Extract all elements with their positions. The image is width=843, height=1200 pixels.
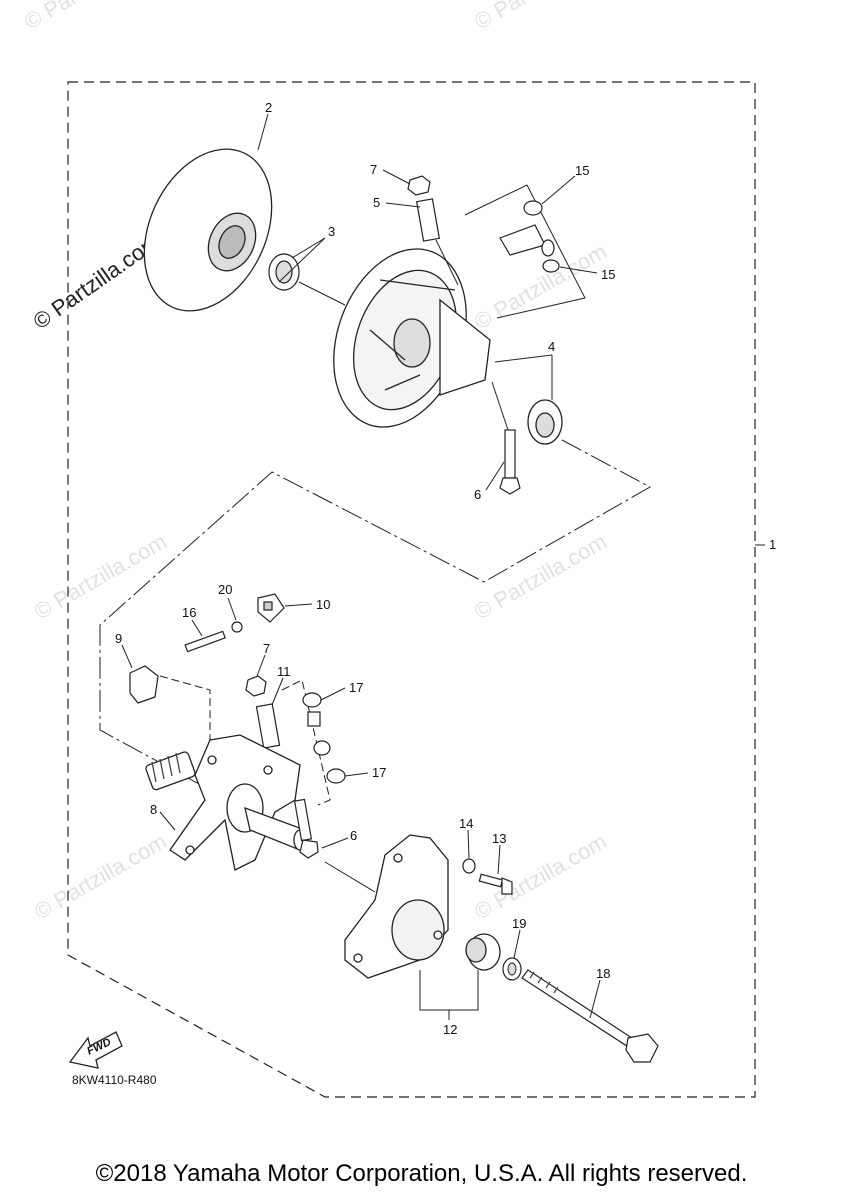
leader-line-6b	[321, 837, 349, 849]
leader-line-13	[497, 844, 501, 875]
leader-line-11	[271, 677, 284, 706]
leader-line-17b	[344, 772, 369, 777]
watermark-text: © Partzilla.com	[470, 239, 611, 335]
callout-17b: 17	[372, 765, 386, 780]
leader-line-4a	[494, 354, 553, 363]
callout-6b: 6	[350, 828, 357, 843]
callout-7b: 7	[263, 641, 270, 656]
leader-line-19	[513, 929, 521, 959]
callout-12: 12	[443, 1022, 457, 1037]
callout-1: 1	[769, 537, 776, 552]
leader-line-8	[159, 811, 176, 831]
movable-sheave	[333, 248, 491, 428]
parts-diagram: © Partzilla.com © Partzilla.com © Partzi…	[20, 0, 776, 1098]
watermark-faint-group: © Partzilla.com © Partzilla.com © Partzi…	[20, 0, 611, 924]
weight-block	[257, 593, 285, 623]
assembly-line	[298, 281, 346, 306]
leader-line-16	[191, 619, 203, 637]
collar-lower	[255, 703, 281, 749]
leader-line-7b	[256, 654, 266, 677]
callout-5: 5	[373, 195, 380, 210]
callout-15a: 15	[575, 163, 589, 178]
slider-bushing	[527, 399, 563, 445]
callout-19: 19	[512, 916, 526, 931]
roller-arm	[499, 200, 560, 273]
callout-6a: 6	[474, 487, 481, 502]
callout-11: 11	[277, 664, 291, 679]
leader-line-15a	[541, 175, 576, 205]
callout-15b: 15	[601, 267, 615, 282]
watermark-text: © Partzilla.com	[20, 0, 161, 34]
pin	[184, 630, 226, 653]
cover-bushing	[465, 933, 501, 971]
callout-3: 3	[328, 224, 335, 239]
leader-line-20	[227, 597, 237, 621]
callout-16: 16	[182, 605, 196, 620]
callout-13: 13	[492, 831, 506, 846]
assembly-line	[491, 381, 509, 431]
leader-line-12	[419, 970, 479, 1011]
diagram-code: 8KW4110-R480	[72, 1073, 157, 1087]
callout-20: 20	[218, 582, 232, 597]
fwd-arrow-icon: FWD	[68, 1031, 123, 1069]
roller	[302, 692, 346, 784]
cover-plate	[344, 834, 449, 979]
leader-line-7a	[382, 169, 411, 185]
watermark-text: © Partzilla.com	[30, 529, 171, 625]
leader-line-3b	[278, 237, 326, 283]
leader-line-15b	[559, 266, 598, 274]
callout-14: 14	[459, 816, 473, 831]
nut-upper	[407, 175, 431, 196]
watermark-text: © Partzilla.com	[470, 0, 611, 34]
collar-upper	[415, 198, 441, 242]
washer-19-hole	[507, 962, 517, 976]
sheave-disc	[143, 148, 273, 312]
copyright-notice: ©2018 Yamaha Motor Corporation, U.S.A. A…	[95, 1160, 748, 1187]
detail-frame-15	[464, 184, 586, 319]
shoe	[129, 665, 159, 704]
callout-10: 10	[316, 597, 330, 612]
bolt-lower	[293, 798, 319, 859]
watermark-text: © Partzilla.com	[30, 829, 171, 925]
bushing-halves	[268, 253, 300, 291]
leader-line-2	[257, 113, 269, 151]
assembly-line	[324, 861, 376, 893]
leader-line-6a	[485, 461, 505, 491]
callout-8: 8	[150, 802, 157, 817]
leader-line-9	[121, 644, 133, 669]
leader-line-10	[284, 603, 313, 607]
leader-line-18	[589, 979, 601, 1019]
bolt-upper	[499, 429, 521, 495]
o-ring	[231, 621, 243, 633]
leader-line-3	[291, 237, 326, 259]
callout-17a: 17	[349, 680, 363, 695]
assembly-connection	[99, 439, 652, 791]
callout-7a: 7	[370, 162, 377, 177]
leader-line-5	[385, 202, 421, 208]
long-bolt	[521, 969, 659, 1063]
callout-18: 18	[596, 966, 610, 981]
callout-4: 4	[548, 339, 555, 354]
assembly-line	[159, 675, 211, 750]
assembly-line	[435, 239, 459, 286]
nut-lower	[245, 675, 267, 697]
callout-9: 9	[115, 631, 122, 646]
small-bolt	[478, 873, 513, 895]
watermark-text: © Partzilla.com	[470, 529, 611, 625]
callout-2: 2	[265, 100, 272, 115]
leader-line-14	[467, 829, 470, 859]
leader-line-17a	[320, 687, 346, 701]
washer	[462, 858, 476, 874]
